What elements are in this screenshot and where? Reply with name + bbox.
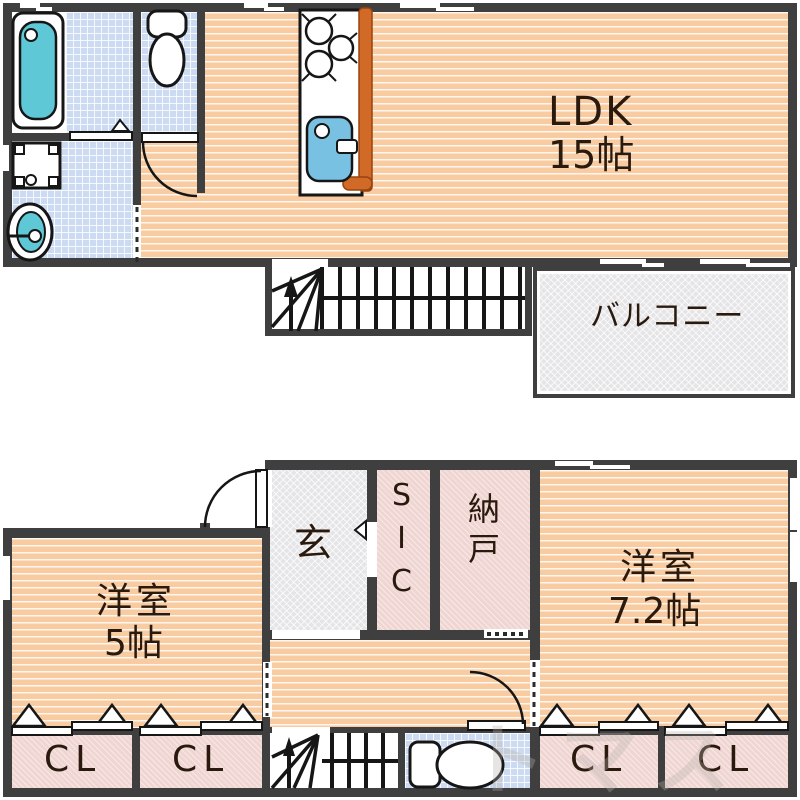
window-balcony [700, 259, 750, 264]
label-ldk: LDK [548, 89, 634, 135]
label-bedroom-right: 洋室 [620, 547, 701, 588]
opening-entrance-sic [367, 522, 377, 577]
hall-corridor [270, 640, 530, 727]
room-toilet-1f [405, 733, 530, 788]
label-cl1: CL [44, 739, 102, 780]
wall-bath-toilet [133, 12, 141, 141]
label-balcony: バルコニー [590, 299, 745, 334]
label-bedroom-left-size: 5帖 [104, 623, 163, 664]
window [264, 7, 284, 11]
room-bathroom [12, 12, 66, 133]
wall-bath-bottom [12, 133, 70, 141]
room-nando [440, 470, 530, 630]
closet-cl2 [140, 735, 262, 788]
opening-bedroom-right [530, 660, 540, 727]
label-cl3: CL [570, 739, 628, 780]
room-toilet-2f [141, 12, 197, 137]
wall-toilet-ldk [197, 12, 205, 193]
window [20, 3, 40, 8]
closet-cl4 [665, 735, 788, 788]
window [3, 145, 9, 171]
wall-washroom-hall [133, 141, 141, 205]
stairs1f-entry [272, 727, 330, 733]
balcony [533, 267, 795, 398]
window [790, 478, 797, 530]
stairs2f-entry [272, 259, 328, 268]
room-bedroom-right [540, 470, 788, 726]
window [36, 7, 52, 11]
closet-cl1 [12, 735, 132, 788]
window-balcony [746, 263, 790, 267]
label-bedroom-left: 洋室 [96, 581, 177, 622]
window [436, 7, 474, 11]
label-ldk-size: 15帖 [548, 133, 635, 177]
room-sic [377, 470, 430, 630]
stairs2f-floor [272, 267, 525, 329]
wall-bath-bottom-2 [130, 133, 143, 141]
opening-washroom [133, 205, 141, 258]
room-bathroom-tiles [66, 12, 133, 133]
opening-entry-door [263, 470, 272, 527]
window [590, 465, 630, 469]
room-bedroom-left [12, 538, 262, 728]
label-bedroom-right-size: 7.2帖 [608, 591, 702, 632]
opening-nando [484, 629, 528, 638]
window [400, 3, 440, 8]
closet-cl3 [540, 735, 658, 788]
window [3, 578, 10, 600]
stairs1f-floor [270, 733, 398, 788]
floor1-outside [3, 460, 265, 528]
label-nando: 納戸 [463, 492, 501, 572]
window-balcony [642, 263, 664, 267]
window [244, 3, 268, 8]
label-sic: SIC [384, 478, 419, 607]
label-entrance: 玄 [294, 521, 333, 565]
opening-entrance-step [272, 630, 360, 639]
room-washroom [12, 141, 133, 258]
room-entrance [270, 470, 367, 630]
window [555, 461, 593, 466]
opening-bedroom-left [263, 662, 272, 717]
label-cl2: CL [172, 739, 230, 780]
window [790, 532, 797, 582]
window-balcony [600, 259, 646, 264]
window [3, 556, 10, 580]
label-cl4: CL [697, 739, 755, 780]
